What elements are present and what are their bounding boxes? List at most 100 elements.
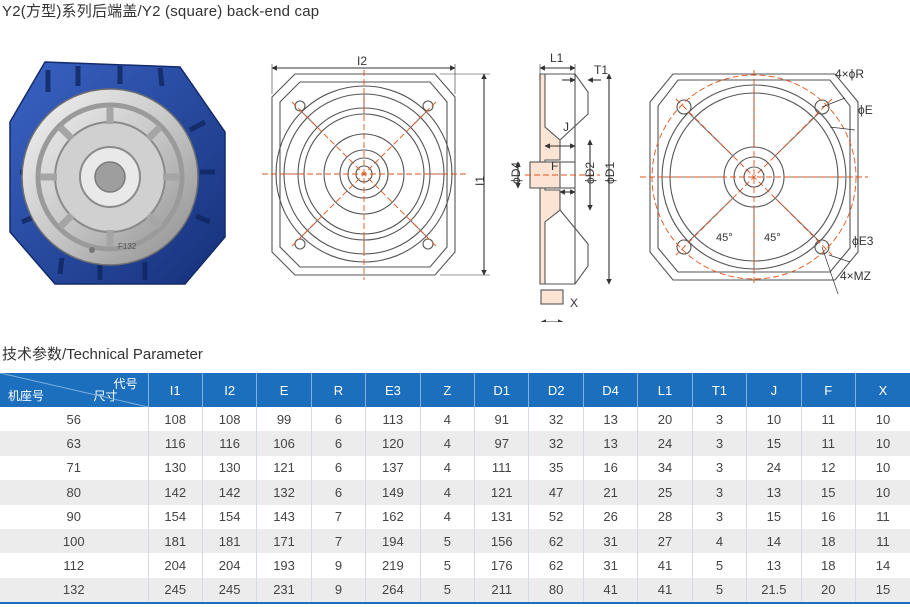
- table-cell: 25: [637, 480, 693, 505]
- table-cell: 11: [801, 407, 856, 432]
- table-cell: 9: [311, 553, 367, 578]
- table-cell: 10: [855, 431, 910, 456]
- column-header: D4: [583, 373, 639, 407]
- column-header: J: [746, 373, 802, 407]
- table-cell: 16: [801, 504, 856, 529]
- table-cell: 5: [420, 553, 476, 578]
- table-cell: 245: [202, 577, 258, 605]
- table-cell: 245: [148, 577, 203, 605]
- frame-size-cell: 71: [0, 455, 149, 481]
- table-cell: 15: [855, 577, 910, 605]
- table-cell: 26: [583, 504, 639, 529]
- table-cell: 27: [637, 528, 693, 554]
- table-cell: 35: [528, 455, 584, 481]
- table-corner-header: 代号 机座号 尺寸: [0, 373, 149, 407]
- column-header: E3: [365, 373, 421, 407]
- table-cell: 21.5: [746, 577, 802, 605]
- dim-label-d2: ϕD2: [583, 162, 597, 184]
- column-header: L1: [637, 373, 693, 407]
- table-cell: 137: [365, 455, 421, 481]
- table-cell: 20: [801, 577, 856, 605]
- table-cell: 130: [202, 455, 258, 481]
- column-header: Z: [420, 373, 476, 407]
- corner-diagonal: [0, 373, 148, 407]
- table-cell: 41: [637, 577, 693, 605]
- table-cell: 264: [365, 577, 421, 605]
- frame-size-cell: 80: [0, 480, 149, 505]
- table-cell: 5: [420, 577, 476, 605]
- table-cell: 4: [420, 431, 476, 456]
- frame-size-cell: 100: [0, 528, 149, 554]
- frame-size-cell: 90: [0, 504, 149, 529]
- column-header: I2: [202, 373, 258, 407]
- table-cell: 4: [692, 528, 748, 554]
- table-cell: 4: [420, 455, 476, 481]
- angle-label-right: 45°: [764, 232, 781, 244]
- dim-label-j: J: [563, 120, 569, 134]
- frame-size-cell: 112: [0, 553, 149, 578]
- angle-label-left: 45°: [716, 232, 733, 244]
- table-cell: 121: [474, 480, 530, 505]
- table-cell: 219: [365, 553, 421, 578]
- dim-label-i2: I2: [357, 54, 367, 68]
- table-cell: 142: [148, 480, 203, 505]
- table-cell: 7: [311, 504, 367, 529]
- table-cell: 194: [365, 528, 421, 554]
- table-cell: 52: [528, 504, 584, 529]
- back-view-drawing: [640, 70, 868, 295]
- table-cell: 154: [202, 504, 258, 529]
- table-cell: 5: [420, 528, 476, 554]
- table-cell: 15: [746, 504, 802, 529]
- table-cell: 11: [801, 431, 856, 456]
- table-cell: 149: [365, 480, 421, 505]
- dim-label-f: F: [551, 159, 558, 173]
- column-header: R: [311, 373, 367, 407]
- side-view-drawing: [515, 64, 612, 322]
- table-cell: 204: [202, 553, 258, 578]
- table-cell: 111: [474, 455, 530, 481]
- table-cell: 10: [855, 480, 910, 505]
- column-header: X: [855, 373, 910, 407]
- table-cell: 108: [202, 407, 258, 432]
- dim-label-e3: ϕE3: [852, 234, 874, 248]
- table-cell: 13: [746, 480, 802, 505]
- table-cell: 4: [420, 480, 476, 505]
- table-cell: 13: [583, 407, 639, 432]
- table-cell: 4: [420, 504, 476, 529]
- table-cell: 18: [801, 528, 856, 554]
- table-cell: 16: [583, 455, 639, 481]
- figures-panel: F132 I2 I1: [9, 51, 874, 322]
- column-header: F: [801, 373, 856, 407]
- product-label: F132: [118, 242, 137, 251]
- table-cell: 21: [583, 480, 639, 505]
- table-cell: 13: [746, 553, 802, 578]
- table-cell: 131: [474, 504, 530, 529]
- table-cell: 176: [474, 553, 530, 578]
- table-cell: 14: [875, 558, 891, 574]
- column-header: D2: [528, 373, 584, 407]
- product-photo: F132: [9, 61, 226, 285]
- table-cell: 5: [692, 553, 748, 578]
- table-cell: 193: [256, 553, 312, 578]
- dim-label-mz: 4×MZ: [840, 269, 871, 283]
- table-cell: 116: [148, 431, 203, 456]
- table-cell: 12: [801, 455, 856, 481]
- table-cell: 106: [256, 431, 312, 456]
- dim-label-i1: I1: [473, 176, 487, 186]
- table-cell: 3: [692, 480, 748, 505]
- table-cell: 15: [801, 480, 856, 505]
- table-cell: 5: [692, 577, 748, 605]
- table-cell: 24: [746, 455, 802, 481]
- table-cell: 121: [256, 455, 312, 481]
- table-cell: 34: [637, 455, 693, 481]
- table-cell: 31: [583, 528, 639, 554]
- table-cell: 130: [148, 455, 203, 481]
- table-cell: 4: [420, 407, 476, 432]
- table-cell: 156: [474, 528, 530, 554]
- table-cell: 181: [202, 528, 258, 554]
- dim-label-d1: ϕD1: [603, 162, 617, 184]
- table-cell: 32: [528, 407, 584, 432]
